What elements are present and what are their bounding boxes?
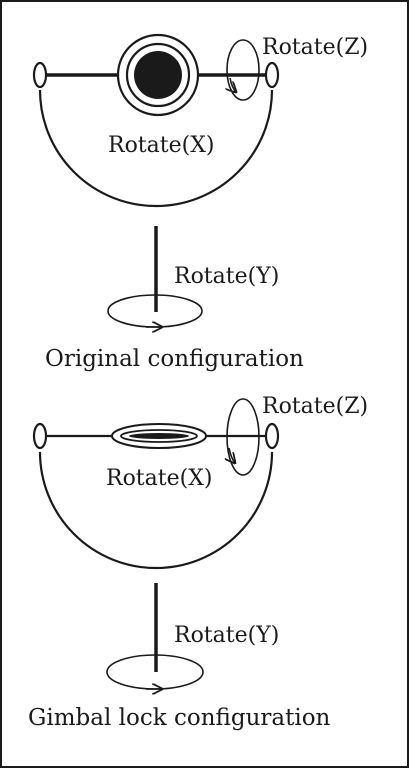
caption-original: Original configuration <box>45 346 304 372</box>
right-pivot-locked <box>264 422 280 450</box>
rotate-z-loop <box>226 39 260 101</box>
outer-gimbal-bowl <box>38 89 274 208</box>
rotate-x-label-locked: Rotate(X) <box>106 466 212 491</box>
left-pivot-locked <box>32 422 48 450</box>
rotate-z-label-locked: Rotate(Z) <box>262 394 368 419</box>
left-pivot <box>32 61 48 89</box>
rotate-y-label-locked: Rotate(Y) <box>174 623 279 648</box>
rotor-disc <box>134 51 182 99</box>
original-configuration: Rotate(Z) Rotate(X) Rotate(Y) Original c… <box>32 33 368 372</box>
rotate-z-arrow <box>230 77 236 92</box>
rotate-z-label: Rotate(Z) <box>262 35 368 60</box>
right-pivot <box>264 61 280 89</box>
gimbal-lock-configuration: Rotate(Z) Rotate(X) Rotate(Y) Gimbal loc… <box>28 394 368 731</box>
caption-gimbal-lock: Gimbal lock configuration <box>28 705 331 731</box>
rotor-disc-locked <box>129 433 189 439</box>
rotate-z-loop-locked <box>226 398 260 476</box>
rotate-x-label: Rotate(X) <box>108 133 214 158</box>
outer-gimbal-bowl-locked <box>38 451 274 570</box>
rotate-y-label: Rotate(Y) <box>174 264 279 289</box>
rotate-z-arrow-locked <box>229 447 235 463</box>
